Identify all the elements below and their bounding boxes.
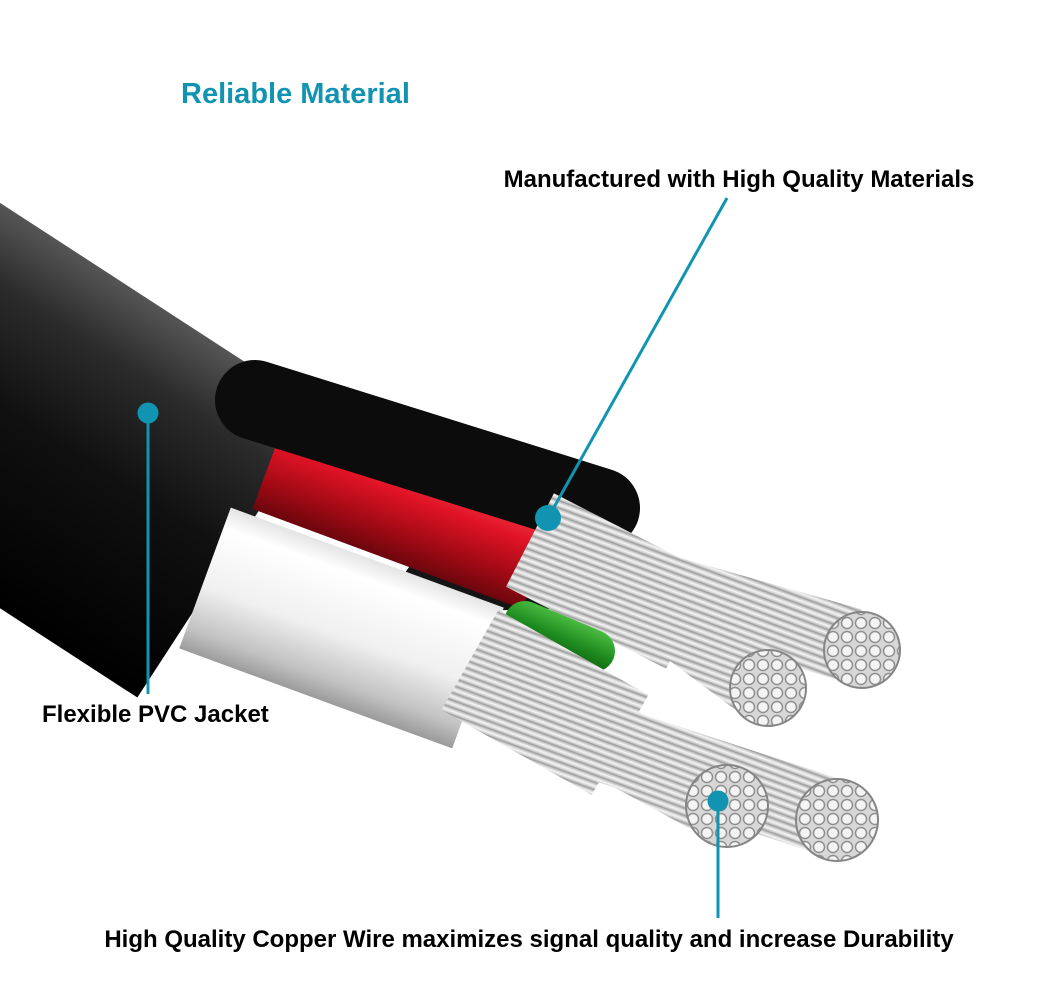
strand-cross-section [729, 649, 807, 727]
green-insulated-wire [504, 601, 615, 672]
materials-leader-line [546, 197, 729, 519]
materials-callout-dot [535, 505, 561, 531]
pvc-jacket-lip [215, 360, 640, 548]
pvc-jacket [0, 202, 323, 698]
upper-copper-strands [506, 493, 901, 727]
red-insulated-wire [252, 387, 568, 609]
white-insulated-wire [179, 507, 504, 749]
section-title: Reliable Material [181, 78, 410, 110]
strand-cross-section [795, 778, 879, 862]
materials-label: Manufactured with High Quality Materials [503, 166, 975, 193]
copper-wire-label: High Quality Copper Wire maximizes signa… [104, 926, 954, 953]
copper-wire-callout-dot [707, 790, 729, 812]
lower-copper-strands [441, 609, 879, 862]
pvc-jacket-label: Flexible PVC Jacket [42, 701, 269, 728]
callout-leaders [137, 197, 729, 918]
pvc-jacket-callout-dot [137, 402, 159, 424]
strand-cross-section [823, 611, 901, 689]
